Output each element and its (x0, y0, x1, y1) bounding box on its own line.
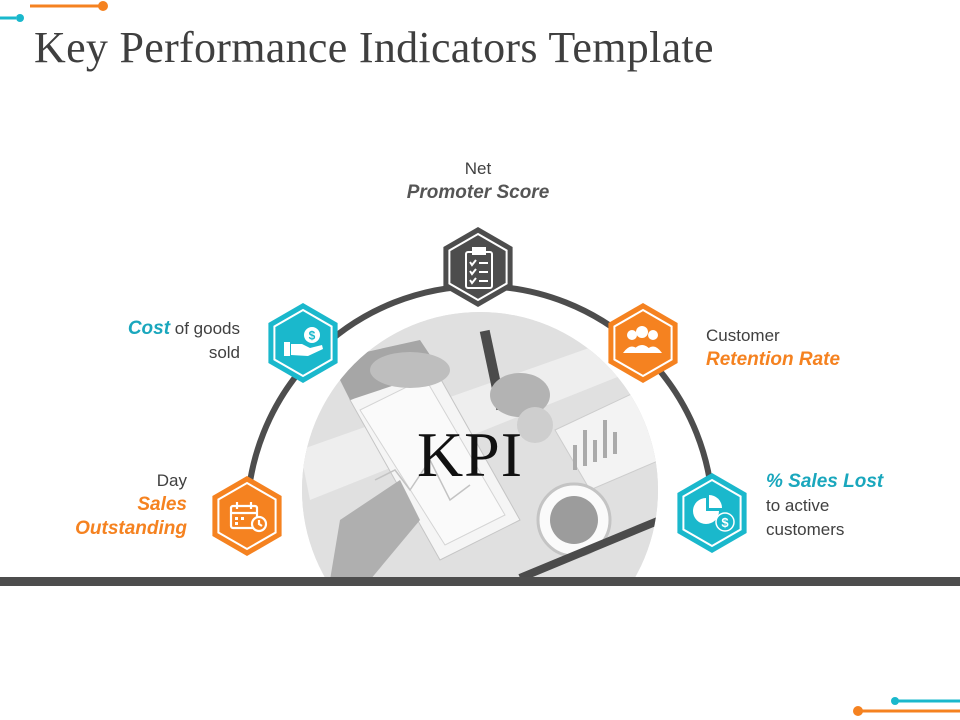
kpi-node-customer-retention-rate (608, 303, 678, 383)
hexagon-shape (212, 476, 282, 556)
label-line: of goods (170, 319, 240, 338)
hexagon-shape (268, 303, 338, 383)
label-line: Customer (706, 326, 780, 345)
hexagon-shape (443, 227, 513, 307)
svg-text:$: $ (721, 515, 729, 530)
label-highlight: Retention Rate (706, 349, 841, 370)
baseline-bar (0, 577, 960, 586)
pie-chart-dollar-icon: $ (693, 495, 735, 532)
label-line: Net (464, 159, 492, 178)
hand-money-icon: $ (284, 327, 323, 356)
people-group-icon (623, 326, 662, 353)
hexagon-inner-ring (273, 308, 333, 378)
clipboard-checklist-icon (465, 247, 493, 289)
hexagon-inner-ring (613, 308, 673, 378)
label-highlight: Outstanding (75, 518, 187, 539)
decorative-corner-top-left (0, 1, 108, 22)
kpi-node-sales-lost: $ (677, 473, 747, 553)
kpi-node-cost-of-goods-sold: $ (268, 303, 338, 383)
label-customer-retention-rate: Customer Retention Rate (706, 324, 840, 372)
hexagon-shape (608, 303, 678, 383)
label-highlight: Sales (137, 494, 187, 515)
label-day-sales-outstanding: Day Sales Outstanding (47, 469, 187, 541)
label-highlight: Cost (127, 318, 171, 339)
svg-text:$: $ (309, 329, 316, 343)
label-line: to active (766, 496, 830, 515)
label-line: customers (766, 520, 845, 539)
hexagon-inner-ring (448, 232, 508, 302)
label-line: Day (156, 471, 187, 490)
label-sales-lost: % Sales Lost to active customers (766, 470, 883, 542)
label-highlight: Promoter Score (406, 182, 550, 203)
label-line: sold (208, 343, 240, 362)
kpi-center-label: KPI (416, 419, 524, 490)
label-highlight: % Sales Lost (766, 471, 884, 492)
kpi-node-day-sales-outstanding (212, 476, 282, 556)
page-title: Key Performance Indicators Template (34, 23, 714, 72)
label-cost-of-goods-sold: Cost of goods sold (100, 317, 240, 365)
calendar-clock-icon (229, 502, 268, 533)
decorative-corner-bottom-right (853, 697, 960, 716)
hexagon-inner-ring (217, 481, 277, 551)
kpi-node-net-promoter-score (443, 227, 513, 307)
hexagon-inner-ring (682, 478, 742, 548)
label-net-promoter-score: Net Promoter Score (398, 157, 558, 205)
